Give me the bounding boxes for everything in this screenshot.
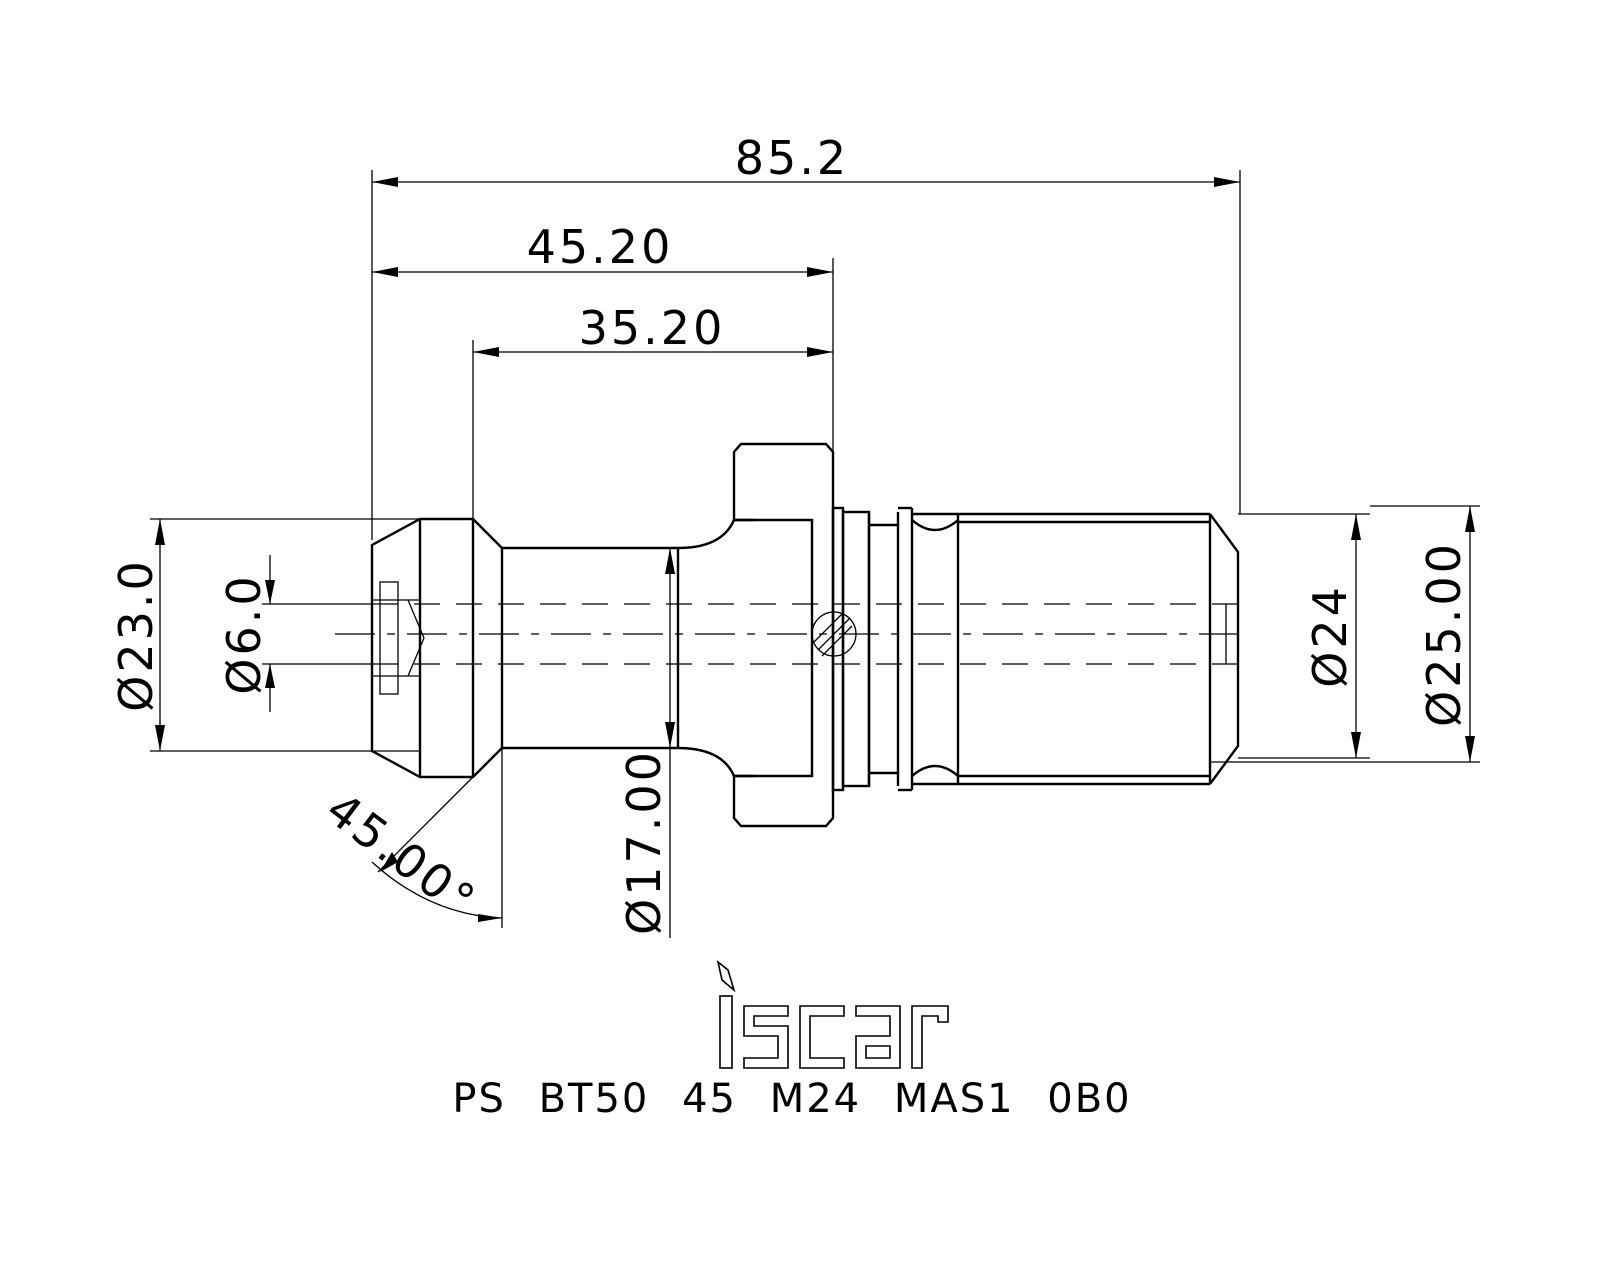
product-code-label: PS BT50 45 M24 MAS1 0B0	[452, 1076, 1131, 1122]
bore-diameter-label: Ø6.0	[217, 573, 271, 694]
pull-stud-outline	[370, 442, 1240, 828]
dimension-neck-length: 35.20	[472, 301, 833, 519]
thread-diameter-label: Ø24	[1303, 584, 1357, 688]
neck-diameter-label: Ø17.00	[617, 749, 671, 935]
overall-length-label: 85.2	[735, 131, 849, 185]
dimension-thread-outer-diameter: Ø25.00	[1210, 505, 1480, 763]
dimension-thread-diameter: Ø24	[1238, 513, 1370, 759]
neck-length-label: 35.20	[579, 301, 726, 355]
dimension-neck-diameter: Ø17.00	[617, 548, 675, 938]
dimension-flange-length: 45.20	[372, 220, 834, 508]
chamfer-angle-label: 45.00°	[316, 782, 486, 929]
thread-outer-diameter-label: Ø25.00	[1417, 541, 1471, 727]
flange-length-label: 45.20	[527, 220, 674, 274]
iscar-logo	[716, 959, 949, 1069]
head-diameter-label: Ø23.0	[109, 558, 163, 712]
dimension-bore-diameter: Ø6.0	[217, 555, 372, 712]
dimension-overall-length: 85.2	[371, 131, 1241, 540]
centerlines	[335, 603, 1245, 665]
dimension-head-diameter: Ø23.0	[109, 518, 420, 752]
